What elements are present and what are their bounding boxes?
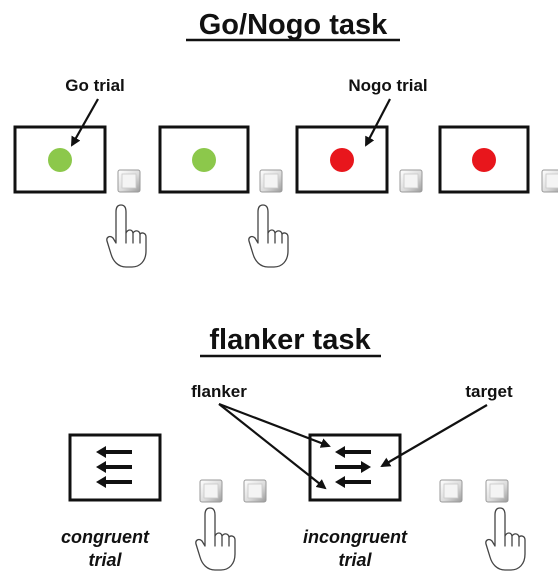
response-button-icon — [399, 169, 423, 193]
nogo-stimulus-dot — [472, 148, 496, 172]
pointing-hand-icon — [248, 204, 289, 268]
target-pointer-arrow — [380, 404, 488, 468]
response-button-icon — [259, 169, 283, 193]
right-response-button-icon — [485, 479, 509, 503]
pointing-hand-icon — [485, 507, 526, 571]
response-button-icon — [541, 169, 558, 193]
flanker-label: flanker — [191, 382, 247, 401]
nogo-trial-pointer-arrow — [365, 98, 391, 147]
response-button-icon — [117, 169, 141, 193]
left-response-button-icon — [439, 479, 463, 503]
nogo-stimulus-dot — [330, 148, 354, 172]
pointing-hand-icon — [106, 204, 147, 268]
go-trial-label: Go trial — [65, 76, 125, 95]
nogo-trial-label: Nogo trial — [348, 76, 427, 95]
left-response-button-icon — [199, 479, 223, 503]
incongruent-caption-line1: incongruent — [303, 527, 408, 547]
go-stimulus-dot — [48, 148, 72, 172]
incongruent-caption-line2: trial — [338, 550, 372, 570]
flanker-pointer-arrow-top — [218, 402, 331, 448]
flanker-pointer-arrow-bottom — [218, 403, 327, 490]
congruent-caption-line1: congruent — [61, 527, 150, 547]
go-stimulus-dot — [192, 148, 216, 172]
gonogo-title: Go/Nogo task — [199, 9, 388, 41]
pointing-hand-icon — [195, 507, 236, 571]
go-trial-pointer-arrow — [71, 98, 99, 147]
congruent-caption-line2: trial — [88, 550, 122, 570]
flanker-title: flanker task — [209, 324, 371, 356]
target-label: target — [465, 382, 513, 401]
right-response-button-icon — [243, 479, 267, 503]
